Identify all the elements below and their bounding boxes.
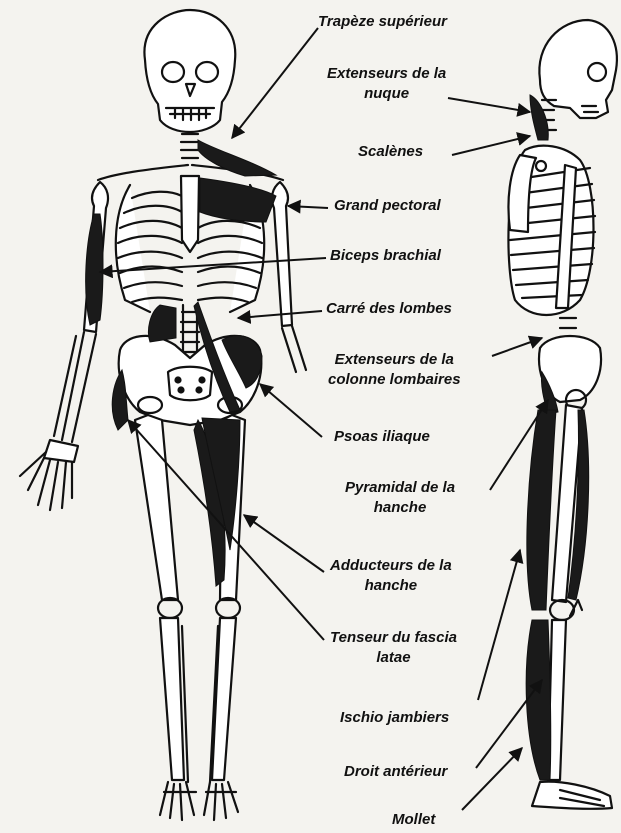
- muscle-mollet: [526, 620, 551, 780]
- label-line: Adducteurs de la: [330, 556, 452, 576]
- arrow-grand-pectoral: [288, 206, 328, 208]
- label-line: Trapèze supérieur: [318, 12, 447, 32]
- muscle-grand-pectoral: [200, 178, 276, 222]
- muscle-biceps: [86, 214, 103, 325]
- label-line: Biceps brachial: [330, 246, 441, 266]
- label-scalenes: Scalènes: [358, 142, 423, 162]
- label-line: hanche: [330, 576, 452, 596]
- side-skull: [539, 20, 617, 118]
- label-line: Scalènes: [358, 142, 423, 162]
- muscle-ischio: [527, 410, 556, 610]
- label-line: Carré des lombes: [326, 299, 452, 319]
- label-line: Psoas iliaque: [334, 427, 430, 447]
- label-tenseur: Tenseur du fascia latae: [330, 628, 457, 668]
- label-psoas: Psoas iliaque: [334, 427, 430, 447]
- front-neck: [181, 134, 199, 158]
- label-line: Extenseurs de la: [328, 350, 461, 370]
- label-line: Tenseur du fascia: [330, 628, 457, 648]
- label-adducteurs: Adducteurs de la hanche: [330, 556, 452, 596]
- label-line: Extenseurs de la: [327, 64, 446, 84]
- side-ribcage: [508, 146, 595, 315]
- label-biceps: Biceps brachial: [330, 246, 441, 266]
- label-grand-pectoral: Grand pectoral: [334, 196, 441, 216]
- label-line: Pyramidal de la: [345, 478, 455, 498]
- label-trapeze: Trapèze supérieur: [318, 12, 447, 32]
- arrow-trapeze: [232, 28, 318, 138]
- label-line: hanche: [345, 498, 455, 518]
- label-extenseurs-nuque: Extenseurs de la nuque: [327, 64, 446, 104]
- arrow-scalenes: [452, 136, 530, 155]
- front-skull: [144, 10, 235, 132]
- arrow-mollet: [462, 748, 522, 810]
- label-line: Grand pectoral: [334, 196, 441, 216]
- muscle-extenseurs-nuque: [530, 95, 548, 140]
- front-right-arm: [272, 182, 306, 372]
- front-skeleton: [20, 10, 306, 820]
- muscle-trapeze: [198, 140, 276, 176]
- label-ischio: Ischio jambiers: [340, 708, 449, 728]
- label-line: Droit antérieur: [344, 762, 447, 782]
- label-line: Mollet: [392, 810, 435, 830]
- label-droit-anterieur: Droit antérieur: [344, 762, 447, 782]
- side-skeleton: [508, 20, 616, 809]
- label-pyramidal: Pyramidal de la hanche: [345, 478, 455, 518]
- label-line: Ischio jambiers: [340, 708, 449, 728]
- label-line: latae: [330, 648, 457, 668]
- label-extenseurs-lombaires: Extenseurs de la colonne lombaires: [328, 350, 461, 390]
- arrow-psoas: [260, 384, 322, 437]
- arrow-ischio: [478, 550, 520, 700]
- label-carre-lombes: Carré des lombes: [326, 299, 452, 319]
- arrow-extenseurs-lombaires: [492, 338, 542, 356]
- muscle-carre-lombes: [148, 305, 176, 342]
- label-mollet: Mollet: [392, 810, 435, 830]
- label-line: colonne lombaires: [328, 370, 461, 390]
- label-line: nuque: [327, 84, 446, 104]
- arrow-extenseurs-nuque: [448, 98, 530, 112]
